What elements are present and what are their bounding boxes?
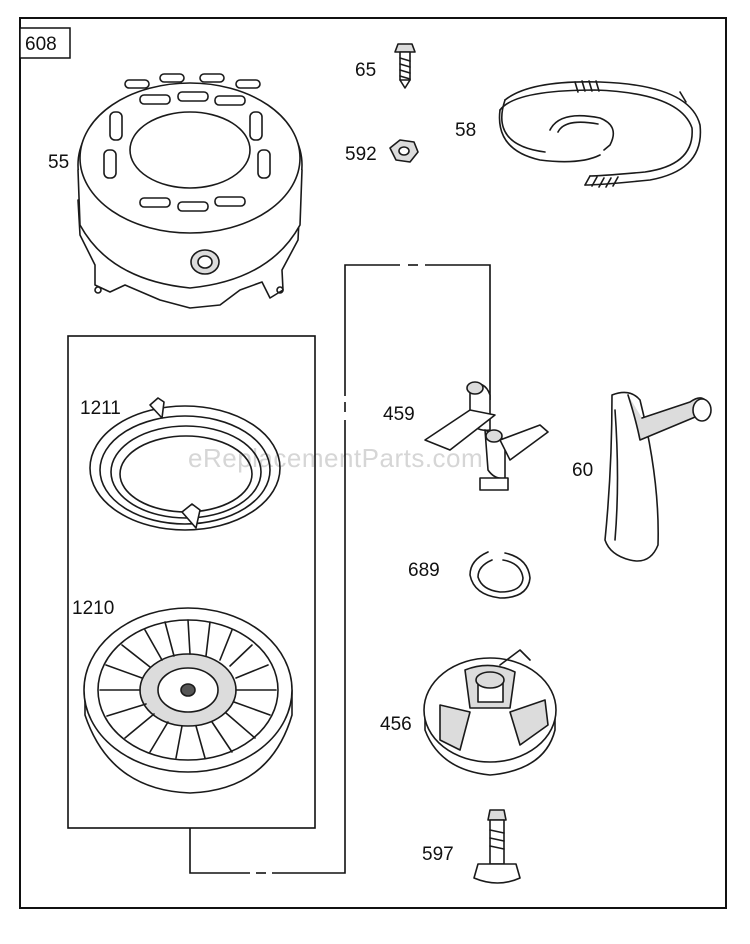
- assembly-number-box: [19, 27, 71, 59]
- assembly-number: 608: [25, 34, 57, 55]
- part-label-592: 592: [345, 144, 377, 165]
- recoil-housing-55[interactable]: [77, 73, 303, 309]
- ratchet-456[interactable]: [423, 649, 557, 776]
- part-label-65: 65: [355, 60, 376, 81]
- part-label-689: 689: [408, 560, 440, 581]
- diagram-frame: [19, 17, 727, 909]
- recoil-spring-1211[interactable]: [89, 397, 281, 531]
- part-label-60: 60: [572, 460, 593, 481]
- starter-pawl-459[interactable]: [424, 381, 549, 491]
- starter-handle-60[interactable]: [604, 391, 712, 562]
- part-label-1211: 1211: [80, 398, 121, 419]
- part-label-456: 456: [380, 714, 412, 735]
- shoulder-screw-597[interactable]: [473, 809, 521, 884]
- part-label-58: 58: [455, 120, 476, 141]
- connector-lines: [189, 264, 491, 874]
- retaining-ring-689[interactable]: [469, 551, 531, 599]
- watermark: eReplacementParts.com: [188, 443, 483, 473]
- part-label-1210: 1210: [72, 598, 114, 619]
- part-label-459: 459: [383, 404, 415, 425]
- starter-rope-58[interactable]: [498, 80, 702, 188]
- part-label-55: 55: [48, 152, 69, 173]
- screw-65[interactable]: [394, 43, 416, 89]
- nut-592[interactable]: [389, 139, 419, 163]
- sub-assembly-box: [67, 335, 316, 829]
- pulley-1210[interactable]: [83, 607, 293, 794]
- part-label-597: 597: [422, 844, 454, 865]
